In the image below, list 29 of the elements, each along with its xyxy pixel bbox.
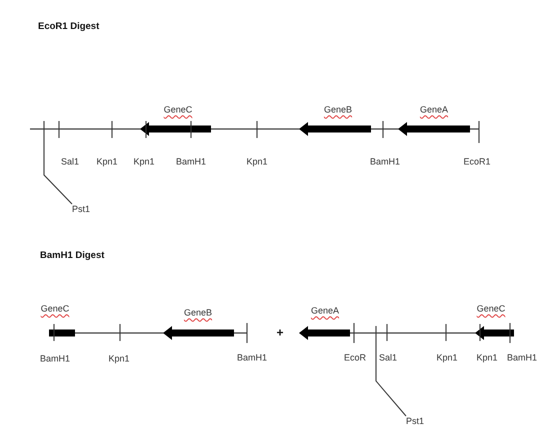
site-label: EcoR [344,352,366,364]
site-label: Kpn1 [96,156,118,168]
gene-label: GeneB [184,308,212,318]
site-label: Pst1 [72,204,90,215]
site-label: Sal1 [61,156,79,168]
gene-label: GeneA [310,306,340,316]
leader-line [376,326,406,416]
site-label: BamH1 [40,354,70,364]
site-label: BamH1 [507,352,537,364]
gene-label: GeneC [164,104,192,116]
site-label: Kpn1 [476,352,498,364]
site-label: Kpn1 [108,354,130,364]
section-heading: BamH1 Digest [40,250,104,261]
site-label: BamH1 [370,156,400,168]
gene-label: GeneB [324,104,352,116]
site-label: Kpn1 [436,352,458,364]
gene-label: GeneA [420,104,448,116]
site-label: BamH1 [176,156,206,168]
site-label: EcoR1 [464,156,490,168]
site-label: Pst1 [406,416,424,427]
gene-label: GeneC [40,304,70,314]
site-label: Sal1 [379,352,397,364]
leader-line [44,120,72,204]
plus-sign: + [276,328,284,338]
site-label: Kpn1 [133,156,155,168]
gene-label: GeneC [476,304,506,314]
site-label: Kpn1 [246,156,268,168]
site-label: BamH1 [237,352,267,364]
section-heading: EcoR1 Digest [38,21,100,32]
